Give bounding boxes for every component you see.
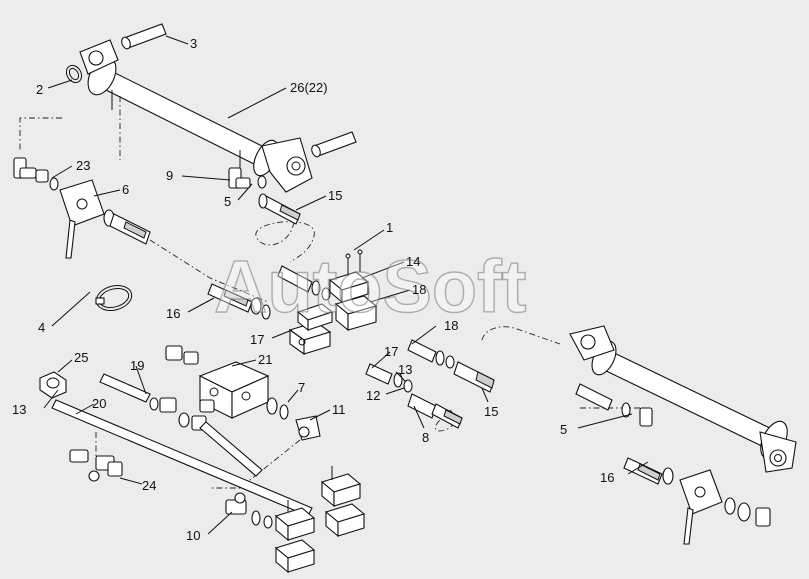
- hydraulic-cylinder-lower: [569, 325, 797, 473]
- callout-12: 12: [366, 388, 380, 403]
- valve-block-6: [59, 179, 151, 259]
- callout-16-center: 16: [166, 306, 180, 321]
- hose-fitting-16-right: [623, 457, 674, 485]
- nut-25: [39, 371, 67, 399]
- callout-5-upper: 5: [224, 194, 231, 209]
- callout-21: 21: [258, 352, 272, 367]
- callout-1: 1: [386, 220, 393, 235]
- pipe-lower-center: [199, 421, 263, 477]
- clamp-blocks-lower: [274, 466, 366, 574]
- dashed-line-a: [19, 117, 62, 150]
- callout-16-right: 16: [600, 470, 614, 485]
- dashed-line-g: [212, 439, 301, 489]
- elbow-fitting-23: [13, 157, 59, 191]
- fitting-7: [266, 397, 289, 420]
- callout-13-right: 13: [398, 362, 412, 377]
- callout-5-lower: 5: [560, 422, 567, 437]
- callout-6: 6: [122, 182, 129, 197]
- angle-fitting-9: [228, 167, 267, 189]
- callout-25: 25: [74, 350, 88, 365]
- callout-4: 4: [38, 320, 45, 335]
- hose-fitting-8: [407, 393, 463, 429]
- callout-10: 10: [186, 528, 200, 543]
- hose-fitting-15-right: [453, 361, 495, 393]
- hose-fitting-center-right: [277, 265, 331, 301]
- circlip-2: [65, 64, 83, 84]
- callout-11: 11: [332, 402, 346, 417]
- hydraulic-cylinder-upper: [79, 39, 313, 193]
- pin-upper: [121, 23, 167, 50]
- callout-13-left: 13: [12, 402, 26, 417]
- dashed-line-d: [255, 221, 315, 263]
- callout-15-upper: 15: [328, 188, 342, 203]
- hose-clamp-4: [95, 285, 133, 311]
- dashed-line-c: [149, 239, 269, 303]
- callout-17-center: 17: [250, 332, 264, 347]
- hose-fitting-18-right: [407, 339, 455, 369]
- elbow-fitting-11: [295, 415, 321, 441]
- callout-23: 23: [76, 158, 90, 173]
- leader-lines: [43, 35, 649, 535]
- callout-labels: 3 26(22) 2 23 6 9 5 15 1 14 18 4 16 17 1…: [12, 36, 614, 543]
- callout-8: 8: [422, 430, 429, 445]
- autosoft-watermark: AutoSoft: [214, 245, 526, 328]
- hose-fitting-17-right: [365, 363, 413, 393]
- clamp-block-17: [288, 303, 334, 356]
- tee-fitting-24: [69, 449, 123, 482]
- hose-fitting-15-upper: [258, 193, 301, 225]
- hose-fitting-16-center: [207, 283, 271, 320]
- callout-2: 2: [36, 82, 43, 97]
- elbow-fitting-21-top: [165, 345, 199, 365]
- callout-3: 3: [190, 36, 197, 51]
- callout-7: 7: [298, 380, 305, 395]
- callout-17-right: 17: [384, 344, 398, 359]
- callout-14: 14: [406, 254, 420, 269]
- callout-15-right: 15: [484, 404, 498, 419]
- callout-9: 9: [166, 168, 173, 183]
- callout-18-right: 18: [444, 318, 458, 333]
- callout-20: 20: [92, 396, 106, 411]
- callout-24: 24: [142, 478, 156, 493]
- callout-26-22: 26(22): [290, 80, 328, 95]
- tube-19: [99, 373, 159, 411]
- pin-right: [311, 131, 357, 158]
- callout-18-center: 18: [412, 282, 426, 297]
- dashed-line-e: [481, 326, 561, 345]
- clamp-block-18-center: [328, 249, 378, 332]
- manifold-block-21: [198, 361, 270, 419]
- valve-block-lower-right: [679, 469, 771, 545]
- hose-fitting-lower-cyl: [575, 383, 653, 427]
- tee-fitting-10: [225, 492, 273, 529]
- callout-19: 19: [130, 358, 144, 373]
